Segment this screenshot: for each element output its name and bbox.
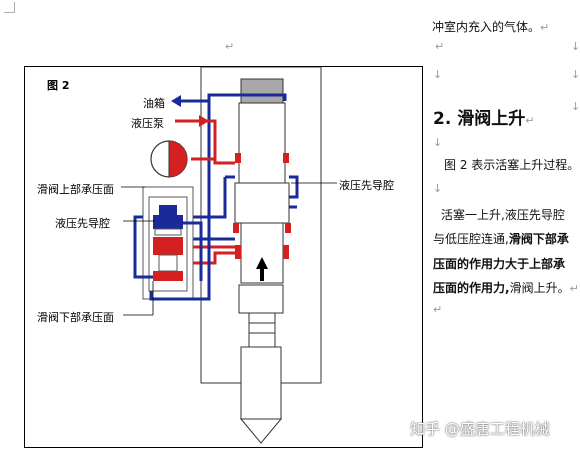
paragraph-2-line-1: 活塞一上升,液压先导腔	[441, 208, 565, 222]
valve-spool-top	[159, 205, 177, 215]
paragraph-mark: ↵	[225, 40, 235, 53]
paragraph-mark: ↵	[433, 303, 443, 316]
line-arrow-mark: ↓	[433, 182, 443, 195]
line-arrow-mark: ↓	[433, 136, 443, 149]
oil-tank-arrow-icon	[171, 95, 181, 107]
header-line: 冲室内充入的气体。↵	[432, 20, 550, 34]
line-arrow-mark: ↓	[571, 100, 580, 113]
figure-title: 图 2	[47, 79, 70, 92]
margin-corner-mark	[4, 2, 15, 13]
line-arrow-mark: ↓	[433, 68, 443, 81]
piston-mid	[234, 182, 290, 224]
paragraph-2-line-4: 压面的作用力,滑阀上升。↵	[433, 281, 579, 295]
paragraph-2-line-2: 与低压腔连通,滑阀下部承	[433, 232, 569, 246]
hydraulic-diagram	[121, 67, 337, 444]
label-valve-lower-area: 滑阀下部承压面	[37, 311, 114, 324]
label-hydraulic-pump: 液压泵	[131, 117, 164, 130]
label-oil-tank: 油箱	[143, 97, 165, 110]
valve-spool-bottom	[153, 237, 183, 255]
piston-shaft-upper	[238, 102, 286, 184]
chisel-neck	[248, 312, 276, 348]
paragraph-1: 图 2 表示活塞上升过程。↵	[444, 158, 580, 172]
chisel-upper	[238, 284, 284, 314]
watermark: 知乎 @盛唐工程机械	[410, 420, 550, 438]
piston-cap	[240, 78, 284, 104]
figure-frame: 图 2 油箱 液压泵 滑阀上部承压面 液压先导腔 滑阀下部承压面 液压先导腔	[24, 66, 423, 448]
line-arrow-mark: ↓	[571, 40, 580, 53]
line-arrow-mark: ↓	[571, 68, 580, 81]
section-heading: 2. 滑阀上升↵	[433, 109, 535, 129]
label-pilot-chamber-left: 液压先导腔	[55, 217, 110, 230]
pump-arrow-icon	[199, 115, 209, 127]
label-valve-upper-area: 滑阀上部承压面	[37, 183, 114, 196]
up-arrow-icon	[256, 257, 268, 281]
chisel-body	[240, 346, 282, 420]
paragraph-2-line-3: 压面的作用力大于上部承	[433, 257, 566, 271]
paragraph-mark: ↵	[435, 40, 445, 53]
chisel-tip	[239, 418, 283, 444]
label-pilot-chamber-right: 液压先导腔	[339, 179, 394, 192]
